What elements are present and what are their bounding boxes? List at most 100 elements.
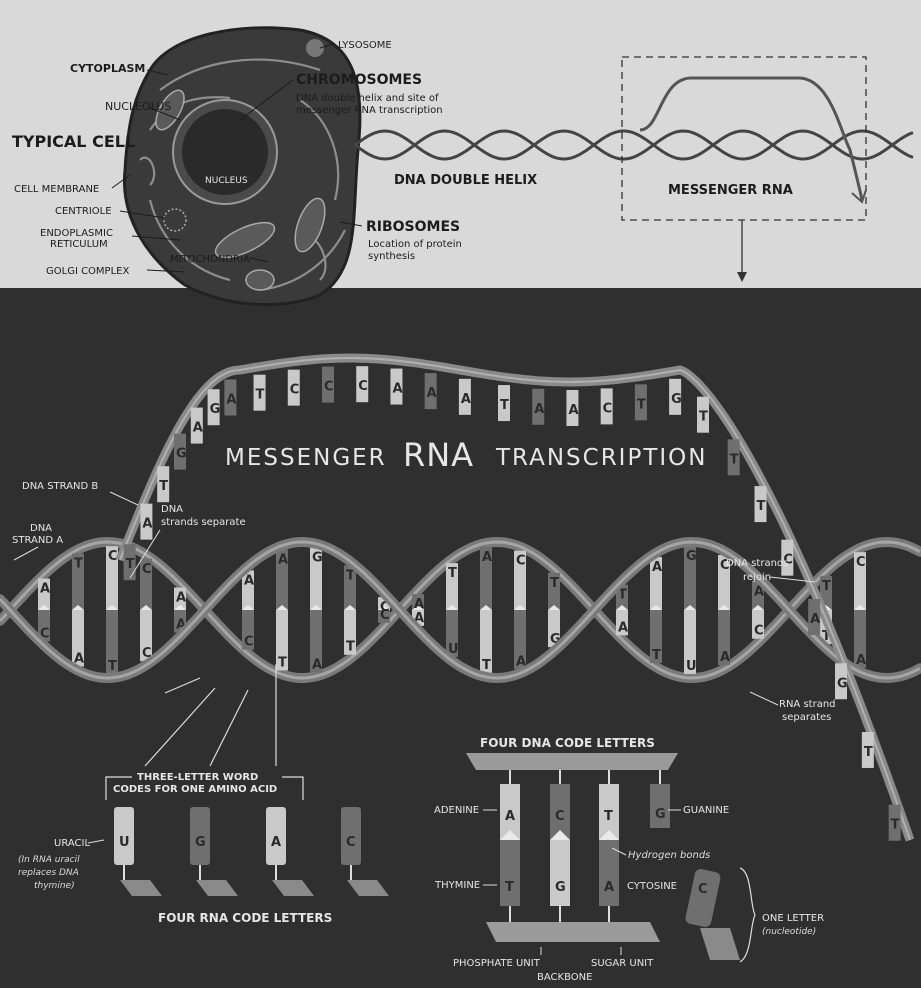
base-letter: A [720, 650, 730, 665]
dna-strand-a-label-2: STRAND A [12, 535, 63, 546]
rna-base-letter: G [671, 392, 682, 407]
dna-top-backbone [466, 753, 678, 770]
ribosomes-label: RIBOSOMES [366, 219, 460, 235]
rna-base-letter: G [837, 676, 848, 691]
uracil-label: URACIL [54, 838, 90, 849]
base-letter: C [856, 555, 866, 570]
one-letter-label-1: ONE LETTER [762, 913, 824, 924]
three-letter-label-1: THREE-LETTER WORD [137, 772, 258, 783]
dna-letter: C [555, 809, 565, 824]
rna-base-letter: T [891, 818, 900, 833]
base-letter: C [142, 562, 152, 577]
rna-base-letter: T [699, 410, 708, 425]
one-letter-label-2: (nucleotide) [762, 927, 816, 937]
strands-rejoin-label-2: rejoin [743, 572, 771, 583]
base-letter: A [482, 550, 492, 565]
strands-separate-label-2: strands separate [161, 517, 246, 528]
base-letter: G [312, 551, 323, 566]
base-letter: T [448, 566, 457, 581]
mitochondrion-4 [246, 270, 274, 290]
base-letter: U [686, 659, 697, 674]
rna-separates-label-1: RNA strand [779, 699, 836, 710]
rna-base-letter: T [500, 398, 509, 413]
dna-letter: A [505, 809, 515, 824]
transcription-title-right: TRANSCRIPTION [495, 445, 707, 471]
guanine-label: GUANINE [683, 805, 729, 816]
dna-letter-bottom [550, 840, 570, 906]
golgi-label: GOLGI COMPLEX [46, 266, 129, 277]
base-letter: C [380, 608, 390, 623]
rna-base-letter: A [568, 403, 578, 418]
rna-base-letter: A [226, 392, 236, 407]
dna-letter: T [505, 880, 514, 895]
transcription-title-rna: RNA [403, 436, 474, 474]
rna-base-letter: G [176, 447, 187, 462]
base-letter: T [346, 640, 355, 655]
base-letter: T [74, 556, 83, 571]
centriole-label: CENTRIOLE [55, 206, 112, 217]
rna-base-letter: A [193, 421, 203, 436]
strands-rejoin-label-1: DNA strands [726, 558, 788, 569]
dna-letter: G [555, 880, 566, 895]
base-letter: T [822, 579, 831, 594]
rna-base-letter: C [324, 380, 334, 395]
dna-letter-bottom [500, 840, 520, 906]
mitochondria-label: MITOCHONDRIA [170, 254, 250, 265]
rna-base-letter: C [290, 383, 300, 398]
base-letter: A [244, 573, 254, 588]
phosphate-label: PHOSPHATE UNIT [453, 958, 541, 969]
thymine-label: THYMINE [434, 880, 480, 891]
typical-cell-title: TYPICAL CELL [12, 132, 135, 151]
rna-base-letter: G [210, 402, 221, 417]
rna-base-letter: T [256, 388, 265, 403]
base-letter: C [754, 624, 764, 639]
base-letter: G [686, 549, 697, 564]
base-letter: A [312, 657, 322, 672]
rna-base-letter: T [730, 452, 739, 467]
base-letter: T [108, 659, 117, 674]
four-rna-label: FOUR RNA CODE LETTERS [158, 911, 332, 925]
rna-base-letter: A [810, 612, 820, 627]
rna-base-letter: A [534, 402, 544, 417]
hydrogen-bonds-label: Hydrogen bonds [628, 850, 710, 861]
rna-base-letter: A [461, 392, 471, 407]
lysosome-label: LYSOSOME [338, 40, 392, 51]
three-letter-label-2: CODES FOR ONE AMINO ACID [113, 784, 277, 795]
rna-base-letter: C [358, 379, 368, 394]
base-letter: T [278, 655, 287, 670]
chromosomes-desc-2: messenger RNA transcription [296, 105, 443, 116]
guanine-letter: G [655, 807, 666, 822]
endoplasmic-label-2: RETICULUM [50, 239, 108, 250]
base-letter: A [176, 591, 186, 606]
rna-base-letter: A [427, 386, 437, 401]
chromosomes-desc-1: DNA double helix and site of [296, 93, 439, 104]
endoplasmic-label-1: ENDOPLASMIC [40, 228, 113, 239]
dna-letter: A [604, 880, 614, 895]
cell-membrane-label: CELL MEMBRANE [14, 184, 99, 195]
dna-double-helix-label: DNA DOUBLE HELIX [394, 173, 537, 188]
dna-letter: T [604, 809, 613, 824]
base-letter: A [414, 597, 424, 612]
cytosine-letter: C [698, 882, 708, 897]
rna-base-letter: A [142, 517, 152, 532]
uracil-note-3: thymine) [34, 881, 75, 891]
cytoplasm-label: CYTOPLASM [70, 62, 145, 75]
base-letter: C [108, 549, 118, 564]
uracil-note-1: (In RNA uracil [18, 855, 80, 865]
rna-code-letter: G [195, 835, 206, 850]
base-letter: T [652, 648, 661, 663]
rna-base-letter: T [637, 397, 646, 412]
base-letter: T [550, 576, 559, 591]
ribosomes-desc-2: synthesis [368, 251, 415, 262]
four-dna-label: FOUR DNA CODE LETTERS [480, 736, 655, 750]
rna-base-letter: T [757, 499, 766, 514]
adenine-label: ADENINE [434, 805, 479, 816]
strands-separate-label-1: DNA [161, 504, 183, 515]
rna-code-letter: U [119, 835, 130, 850]
base-letter: A [278, 553, 288, 568]
base-letter: A [40, 582, 50, 597]
rna-base-letter: T [126, 557, 135, 572]
dna-bottom-backbone [486, 922, 660, 942]
